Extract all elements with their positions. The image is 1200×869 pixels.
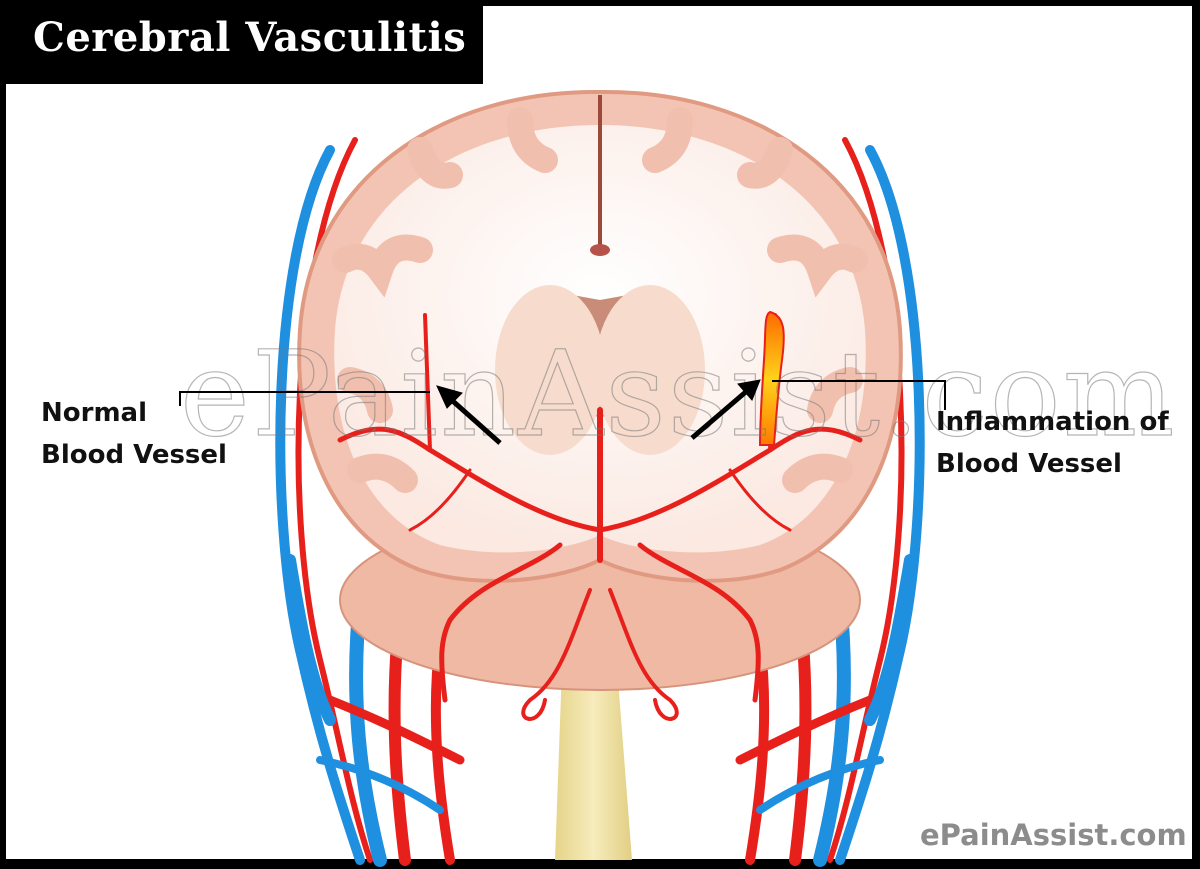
label-inflammation-of-blood-vessel: Inflammation of Blood Vessel: [936, 401, 1169, 485]
watermark-text: ePainAssist.com: [179, 324, 1177, 463]
right-pointer: [690, 379, 946, 440]
label-right-line1: Inflammation of: [936, 407, 1169, 437]
left-pointer: [179, 385, 502, 445]
title-banner: Cerebral Vasculitis: [0, 0, 483, 84]
site-logo-text: ePainAssist.com: [920, 818, 1187, 852]
brain-section: [297, 89, 903, 721]
spinal-cord: [555, 640, 632, 860]
inflamed-vessel: [758, 310, 785, 446]
label-normal-blood-vessel: Normal Blood Vessel: [41, 392, 227, 476]
label-right-line2: Blood Vessel: [936, 449, 1122, 479]
label-left-line1: Normal: [41, 398, 147, 428]
label-left-line2: Blood Vessel: [41, 440, 227, 470]
page-title: Cerebral Vasculitis: [33, 14, 467, 61]
